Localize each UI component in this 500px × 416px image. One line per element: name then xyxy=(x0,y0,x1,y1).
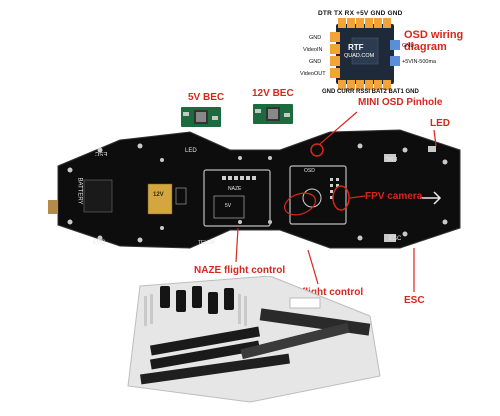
osd-wiring-title: OSD wiring diagram xyxy=(404,29,464,53)
osd-top-pin-labels: DTR TX RX +5V GND GND xyxy=(318,10,403,17)
pcb-esc-label: ESC xyxy=(95,150,108,156)
pcb-telem-label: TELEM xyxy=(198,240,215,246)
cc3d-flight-control-label: CC3D flight control xyxy=(272,287,364,298)
osd-logo-domain: QUAD.COM xyxy=(344,53,375,59)
pcb-osd-label: OSD xyxy=(304,168,315,174)
bec-5v-label: 5V BEC xyxy=(188,92,225,103)
led-label: LED xyxy=(430,118,450,129)
bec-5v-module-icon xyxy=(181,107,221,127)
esc-label: ESC xyxy=(404,295,425,306)
bec-12v-label: 12V BEC xyxy=(252,88,294,99)
mini-osd-pinhole-label: MINI OSD Pinhole xyxy=(358,97,443,108)
pcb-5v-label: 5V xyxy=(225,203,232,209)
osd-left-label: GND xyxy=(309,59,322,65)
pcb-12v-label: 12V xyxy=(153,192,164,198)
pcb-esc-label: ESC xyxy=(389,236,402,242)
osd-logo-rtf: RTF xyxy=(348,43,364,52)
osd-left-label: GND xyxy=(309,35,322,41)
fpv-camera-label: FPV camera xyxy=(365,191,423,202)
hardware-bag-image xyxy=(127,276,381,403)
osd-bottom-pin-labels: GND CURR RSSI BAT2 BAT1 GND xyxy=(322,89,419,95)
bec-12v-module-icon xyxy=(253,104,293,124)
osd-board-diagram xyxy=(330,18,400,90)
pcb-esc-label: ESC xyxy=(93,240,106,246)
pcb-esc-label: ESC xyxy=(385,155,398,161)
pcb-naze-label: NAZE xyxy=(228,186,242,192)
pcb-battery-label: BATTERY xyxy=(76,177,83,205)
osd-left-label: VideoOUT xyxy=(300,71,326,77)
pcb-led-label: LED xyxy=(185,148,197,154)
osd-left-label: VideoIN xyxy=(303,47,323,53)
osd-right-label: +5VIN-500ma xyxy=(402,59,437,65)
osd-right-label: GND xyxy=(402,43,415,49)
naze-flight-control-label: NAZE flight control xyxy=(194,265,286,276)
